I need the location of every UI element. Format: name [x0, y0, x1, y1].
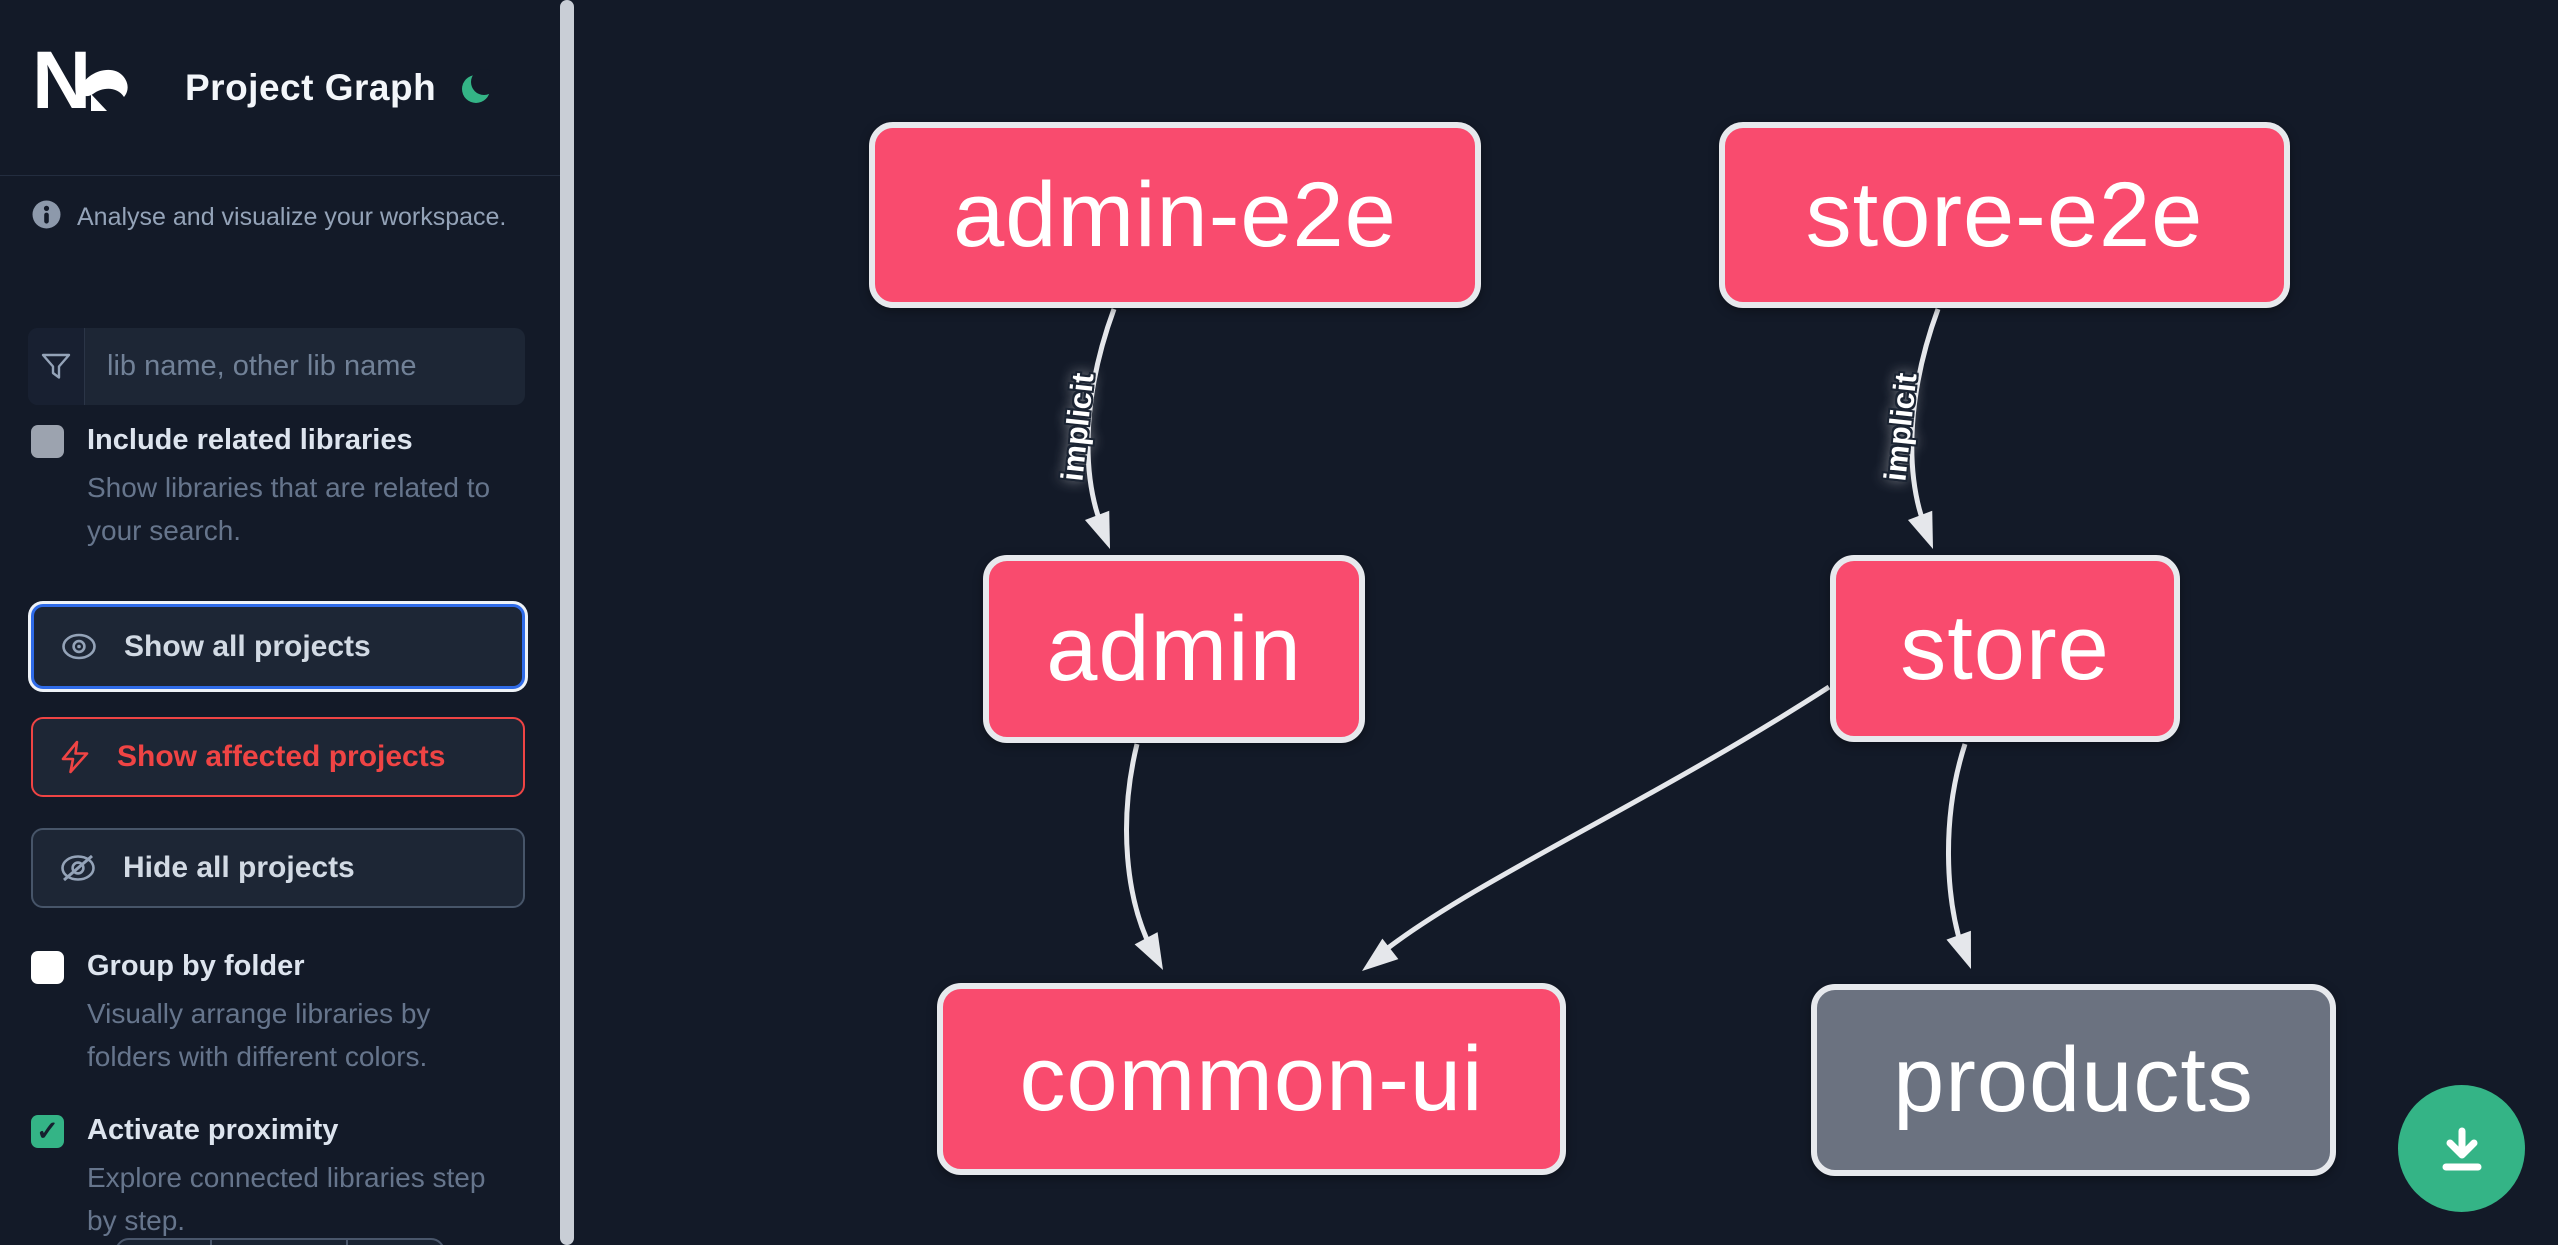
show-affected-projects-button[interactable]: Show affected projects	[31, 717, 525, 797]
edge-label-implicit-store: implicit	[1877, 371, 1924, 483]
eye-icon	[62, 633, 96, 660]
nx-logo-icon: N	[32, 39, 129, 122]
graph-canvas[interactable]: admin-e2e store-e2e admin store common-u…	[574, 0, 2558, 1245]
group-by-folder-description: Visually arrange libraries by folders wi…	[87, 998, 431, 1072]
proximity-stepper[interactable]	[115, 1238, 445, 1245]
activate-proximity-checkbox[interactable]: ✓	[31, 1115, 64, 1148]
node-products[interactable]: products	[1811, 984, 2336, 1176]
search-box	[28, 328, 525, 405]
tagline-text: Analyse and visualize your workspace.	[77, 203, 507, 231]
edge-admin-common-ui	[1124, 743, 1155, 952]
proximity-decrement[interactable]	[117, 1240, 212, 1245]
dark-mode-toggle[interactable]	[458, 68, 498, 108]
group-by-folder-toggle: Group by folder Visually arrange librari…	[31, 948, 531, 1078]
download-icon	[2442, 1127, 2481, 1170]
edge-label-implicit-admin: implicit	[1054, 371, 1101, 483]
include-related-label: Include related libraries	[87, 424, 413, 456]
proximity-value	[212, 1240, 348, 1245]
bolt-icon	[61, 740, 89, 774]
node-products-label: products	[1893, 1028, 2254, 1131]
node-admin-e2e[interactable]: admin-e2e	[869, 122, 1481, 308]
include-related-checkbox[interactable]	[31, 425, 64, 458]
show-affected-projects-label: Show affected projects	[117, 740, 446, 773]
node-admin-e2e-label: admin-e2e	[953, 163, 1397, 266]
include-related-description: Show libraries that are related to your …	[87, 472, 491, 546]
page-title: Project Graph	[185, 66, 437, 108]
node-store-e2e-label: store-e2e	[1805, 163, 2204, 266]
hide-all-projects-button[interactable]: Hide all projects	[31, 828, 525, 908]
node-common-ui[interactable]: common-ui	[937, 983, 1566, 1175]
node-admin-label: admin	[1046, 597, 1302, 700]
filter-projects-input[interactable]	[85, 328, 525, 405]
eye-slash-icon	[61, 854, 95, 882]
sidebar: N Project Graph Analyse and visuali	[0, 0, 560, 1245]
nx-logo-swoosh	[79, 69, 128, 111]
info-icon	[32, 200, 61, 229]
hide-all-projects-label: Hide all projects	[123, 851, 355, 884]
proximity-increment[interactable]	[348, 1240, 443, 1245]
edge-store-products	[1946, 743, 1968, 949]
group-by-folder-label: Group by folder	[87, 950, 305, 982]
sidebar-header: N Project Graph	[0, 0, 560, 176]
show-all-projects-button[interactable]: Show all projects	[31, 604, 525, 689]
show-all-projects-label: Show all projects	[124, 629, 371, 663]
download-graph-button[interactable]	[2398, 1085, 2525, 1212]
activate-proximity-toggle: ✓ Activate proximity Explore connected l…	[31, 1112, 531, 1242]
edge-store-common-ui	[1386, 684, 1831, 950]
include-related-toggle: Include related libraries Show libraries…	[31, 422, 531, 552]
node-store[interactable]: store	[1830, 555, 2180, 742]
nx-logo-letter: N	[32, 34, 92, 126]
node-admin[interactable]: admin	[983, 555, 1365, 743]
activate-proximity-description: Explore connected libraries step by step…	[87, 1162, 486, 1236]
node-store-label: store	[1900, 597, 2110, 699]
sidebar-scrollbar[interactable]	[560, 0, 574, 1245]
search-icon-cell	[28, 328, 85, 405]
workspace-tagline: Analyse and visualize your workspace.	[32, 200, 532, 234]
activate-proximity-label: Activate proximity	[87, 1114, 339, 1146]
node-store-e2e[interactable]: store-e2e	[1719, 122, 2290, 308]
funnel-icon	[41, 353, 71, 379]
node-common-ui-label: common-ui	[1019, 1027, 1484, 1130]
group-by-folder-checkbox[interactable]	[31, 951, 64, 984]
moon-icon	[462, 68, 498, 103]
